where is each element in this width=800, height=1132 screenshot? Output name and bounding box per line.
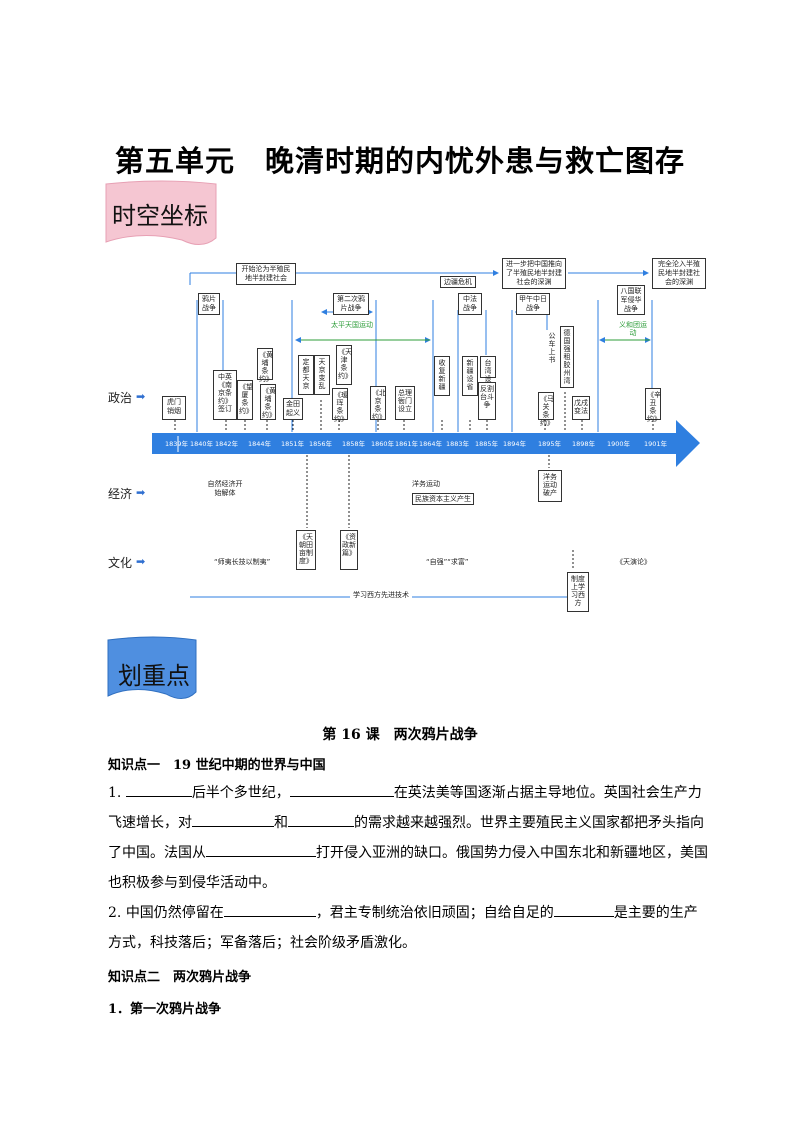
- event-box-border: 边疆危机: [440, 276, 476, 288]
- unit-title: 第五单元 晚清时期的内忧外患与救亡图存: [114, 144, 685, 178]
- economy-yangwu: 洋务运动: [412, 480, 440, 488]
- year-label: 1898年: [572, 440, 596, 448]
- year-label: 1861年: [395, 440, 419, 448]
- event-jiaozhou: 德国强租胶州湾: [560, 326, 574, 388]
- event-box-deepen: 进一步把中国推向了半殖民地半封建社会的深渊: [502, 258, 566, 289]
- paragraph-2: 2. 中国仍然停留在，君主专制统治依旧顽固；自给自足的是主要的生产方式，科技落后…: [108, 898, 708, 958]
- event-box-sino-french: 中法战争: [458, 293, 482, 315]
- timeline-diagram: [152, 270, 700, 600]
- event-beijing-treaty: 《北京条约》: [370, 386, 386, 421]
- economy-natural: 自然经济开始解体: [203, 479, 247, 499]
- fill-blank[interactable]: [289, 782, 394, 797]
- event-box-semi-colonial: 开始沦为半殖民地半封建社会: [236, 263, 296, 285]
- event-xinchou: 《辛丑条约》: [645, 388, 661, 423]
- culture-system: 制度上学习西方: [567, 572, 589, 612]
- ribbon-banner-pink: [105, 180, 217, 245]
- paragraph-1: 1. 后半个多世纪，在英法美等国逐渐占据主导地位。英国社会生产力飞速增长，对和的…: [108, 778, 708, 898]
- event-zongli: 总理衙门设立: [395, 386, 415, 420]
- subheading-first-opium-war: 1．第一次鸦片战争: [108, 1002, 222, 1017]
- event-aihui: 《瑷珲条约》: [332, 388, 348, 423]
- event-box-sino-japanese: 甲午中日战争: [516, 293, 550, 315]
- culture-tianchao: 《天朝田亩制度》: [296, 530, 316, 570]
- culture-ziqiang: “自强”“求富”: [426, 558, 469, 566]
- event-box-opium1: 鸦片战争: [198, 293, 220, 315]
- event-humen: 虎门销烟: [162, 396, 186, 420]
- event-wuxu: 戊戌变法: [572, 396, 590, 420]
- year-label: 1894年: [503, 440, 527, 448]
- year-label: 1885年: [475, 440, 499, 448]
- knowledge-point-1: 知识点一 19 世纪中期的世界与中国: [108, 758, 326, 773]
- year-label: 1839年: [165, 440, 189, 448]
- event-gongche: 公车上书: [546, 330, 558, 374]
- culture-tianyan: 《天演论》: [616, 558, 651, 566]
- green-label-taiping: 太平天国运动: [331, 321, 373, 329]
- year-label: 1864年: [419, 440, 443, 448]
- event-box-opium2: 第二次鸦片战争: [333, 293, 369, 315]
- event-shoufu-xinjiang: 收复新疆: [434, 356, 450, 396]
- ribbon-label-timespace: 时空坐标: [112, 202, 208, 230]
- event-huangpu-top: 《黄埔条约》: [257, 348, 273, 383]
- year-label: 1883年: [446, 440, 470, 448]
- event-nanjing-treaty: 中英《南京条约》签订: [213, 370, 237, 420]
- year-label: 1844年: [248, 440, 272, 448]
- economy-national-capital: 民族资本主义产生: [412, 493, 474, 505]
- arrow-icon: ➡: [136, 390, 146, 403]
- event-taiwan-province: 台湾设省: [480, 356, 496, 391]
- ribbon-banner-blue: [107, 636, 197, 699]
- year-label: 1840年: [190, 440, 214, 448]
- year-label: 1851年: [281, 440, 305, 448]
- event-tianjing: 天京变乱: [314, 355, 330, 395]
- row-label-economy: 经济: [108, 487, 133, 501]
- event-wangxia: 《望厦条约》: [237, 380, 253, 420]
- event-xinjiang-province: 新疆设省: [462, 356, 478, 396]
- fill-blank[interactable]: [288, 812, 354, 827]
- green-label-boxer: 义和团运动: [619, 321, 647, 337]
- event-fanfa: 反割台斗争: [478, 382, 496, 420]
- event-jintian: 金田起义: [283, 398, 303, 420]
- arrow-icon: ➡: [136, 486, 146, 499]
- timeline-arrow: [152, 420, 700, 467]
- year-label: 1900年: [607, 440, 631, 448]
- fill-blank[interactable]: [192, 812, 274, 827]
- year-label: 1858年: [342, 440, 366, 448]
- year-label: 1901年: [644, 440, 668, 448]
- row-label-culture: 文化: [108, 556, 133, 570]
- culture-learn-west: 学习西方先进技术: [350, 590, 412, 600]
- year-label: 1856年: [309, 440, 333, 448]
- event-box-eight-nations: 八国联军侵华战争: [617, 285, 645, 315]
- economy-yangwu-fail: 洋务运动破产: [538, 470, 562, 502]
- culture-zizheng: 《资政新篇》: [340, 530, 358, 570]
- year-label: 1842年: [215, 440, 239, 448]
- row-label-politics: 政治: [108, 391, 133, 405]
- fill-blank[interactable]: [125, 782, 192, 797]
- event-huangpu: 《黄埔条约》: [260, 384, 276, 420]
- fill-blank[interactable]: [223, 902, 316, 917]
- arrow-icon: ➡: [136, 555, 146, 568]
- event-tianjin-treaty: 《天津条约》: [336, 345, 352, 385]
- year-label: 1860年: [371, 440, 395, 448]
- fill-blank[interactable]: [206, 842, 316, 857]
- lesson-title: 第 16 课 两次鸦片战争: [322, 727, 478, 743]
- fill-blank[interactable]: [553, 902, 614, 917]
- event-maguan: 《马关条约》: [538, 392, 554, 427]
- event-dingdu: 定都天京: [298, 355, 314, 395]
- year-label: 1895年: [538, 440, 562, 448]
- ribbon-label-keypoints: 划重点: [118, 662, 190, 690]
- event-box-complete: 完全沦入半殖民地半封建社会的深渊: [652, 258, 706, 289]
- knowledge-point-2: 知识点二 两次鸦片战争: [108, 970, 252, 985]
- culture-shiyi: “师夷长技以制夷”: [214, 558, 271, 566]
